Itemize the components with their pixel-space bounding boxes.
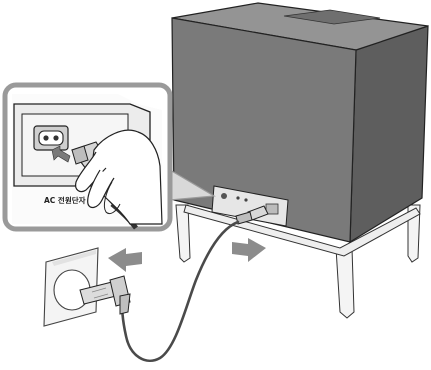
- callout-inset: AC 전원단자: [2, 82, 216, 232]
- wall-socket-icon: [43, 247, 99, 327]
- ac-port-label: AC 전원단자: [44, 195, 86, 205]
- power-cable: [120, 220, 240, 363]
- wall-arrow-icon: [108, 248, 142, 272]
- connect-arrow-icon: [232, 238, 266, 262]
- insert-arrow-icon: [51, 145, 71, 163]
- subwoofer-plug: [235, 205, 269, 225]
- hand: [75, 129, 163, 225]
- top-recess: [283, 9, 381, 25]
- subwoofer-stand: [175, 204, 421, 319]
- subwoofer: [171, 2, 429, 319]
- plug-icon: [79, 275, 131, 315]
- ac-inlet-icon: [33, 125, 69, 151]
- cabinet-front: [171, 17, 357, 243]
